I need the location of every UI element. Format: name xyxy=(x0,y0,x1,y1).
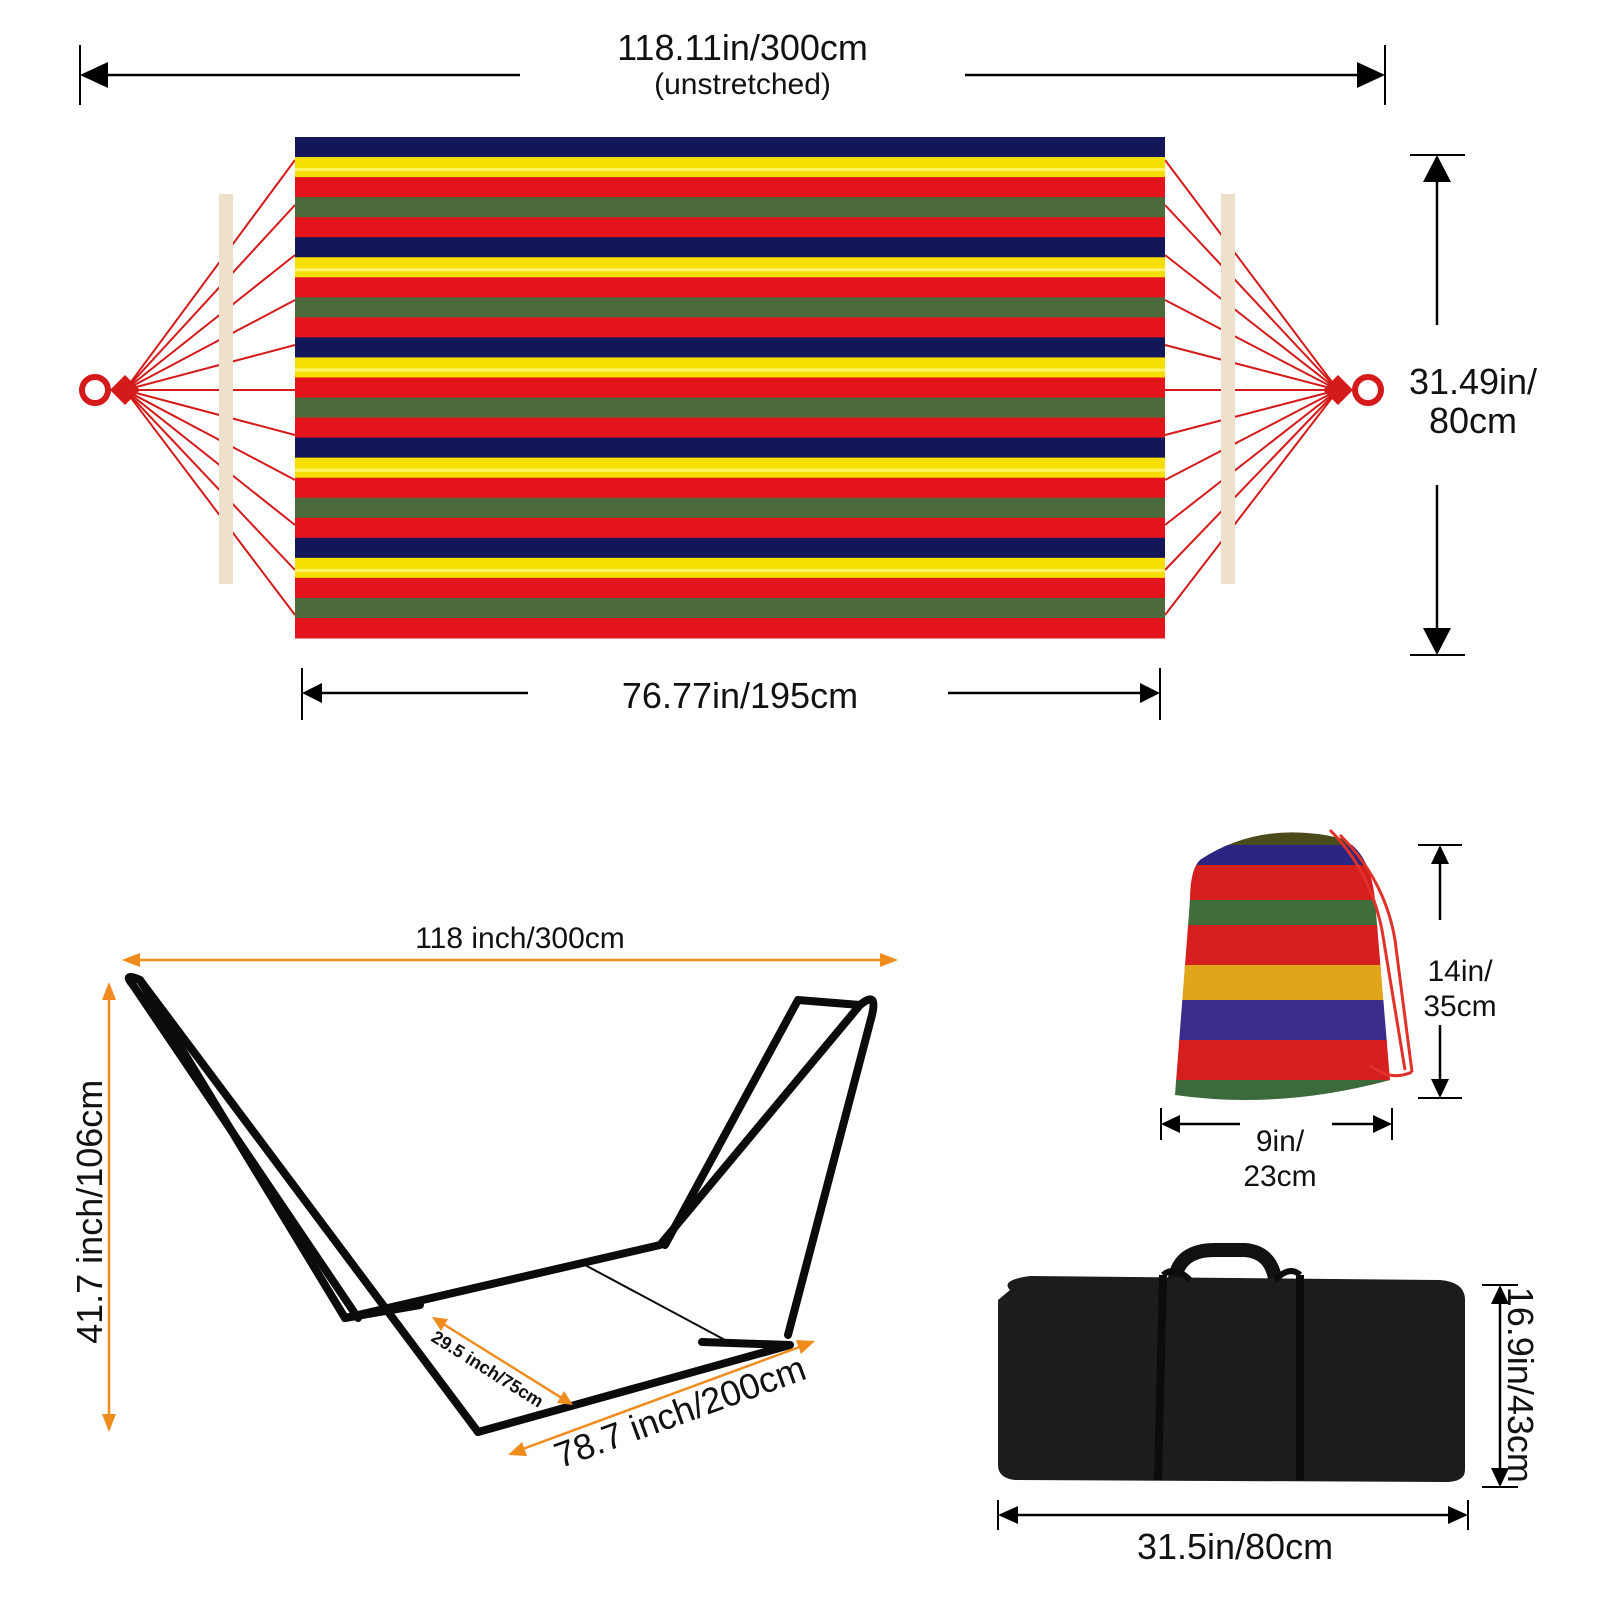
hammock-stripe xyxy=(295,457,1165,479)
hammock-stripe xyxy=(295,317,1165,338)
pouch-height-label-cm: 35cm xyxy=(1423,990,1497,1023)
hammock-stripe xyxy=(295,557,1165,579)
rope-knot-left xyxy=(110,375,140,405)
hammock-stripe xyxy=(295,617,1165,639)
hammock-stripe xyxy=(295,177,1165,198)
hanging-ring-right-icon xyxy=(1352,374,1384,406)
carry-bag xyxy=(998,1243,1465,1482)
hammock-stripe xyxy=(295,357,1165,378)
hammock-length-dimension xyxy=(79,45,1386,105)
stand-base-length-dimension xyxy=(508,1340,815,1456)
hammock-stripe xyxy=(295,257,1165,278)
hammock-stripe xyxy=(295,577,1165,599)
hammock-bed xyxy=(295,137,1165,639)
spreader-bar-right xyxy=(1221,194,1235,584)
pouch-height-dimension xyxy=(1418,844,1462,1099)
hammock-rope-right xyxy=(1164,159,1339,616)
hammock-stripe-highlight xyxy=(295,568,1165,572)
hammock-stripe-highlight xyxy=(295,268,1165,272)
carry-bag-width-label: 31.5in/80cm xyxy=(1136,1526,1334,1567)
hammock-stripe xyxy=(295,137,1165,158)
stand-length-label: 118 inch/300cm xyxy=(415,922,625,955)
pouch-width-dimension xyxy=(1160,1108,1393,1140)
hammock-stripe xyxy=(295,477,1165,499)
stand-height-dimension xyxy=(102,982,116,1432)
hammock-stripe xyxy=(295,377,1165,399)
hammock-bed-length-dimension xyxy=(301,668,1161,720)
pouch-width-label: 9in/ xyxy=(1255,1125,1305,1158)
carry-bag-height-label: 16.9in/43cm xyxy=(1499,1286,1541,1483)
hammock-stripe xyxy=(295,517,1165,539)
hammock-length-label: 118.11in/300cm xyxy=(617,27,868,68)
hammock-stripe-highlight xyxy=(295,368,1165,372)
rope-knot-right xyxy=(1323,375,1353,405)
hammock-stripe xyxy=(295,497,1165,519)
hammock-stripe-highlight xyxy=(295,468,1165,472)
storage-pouch xyxy=(1175,828,1414,1100)
hammock-width-label: 31.49in/ xyxy=(1408,361,1538,402)
hammock-rope-left xyxy=(124,159,296,616)
hammock-width-dimension xyxy=(1410,154,1465,656)
pouch-width-label-cm: 23cm xyxy=(1243,1160,1317,1193)
hammock-width-label-cm: 80cm xyxy=(1428,400,1518,441)
hammock-stripe xyxy=(295,597,1165,619)
hammock-stripe xyxy=(295,277,1165,298)
stand-length-dimension xyxy=(122,953,898,967)
carry-bag-width-dimension xyxy=(997,1500,1469,1530)
hammock-stripe xyxy=(295,197,1165,218)
hammock-stripe xyxy=(295,237,1165,258)
pouch-height-label: 14in/ xyxy=(1427,955,1493,988)
carry-bag-height-dimension xyxy=(1482,1284,1518,1488)
stand-height-label: 41.7 inch/106cm xyxy=(69,1079,111,1344)
hammock-stand xyxy=(124,973,878,1436)
hammock-length-note: (unstretched) xyxy=(654,68,831,101)
hanging-ring-left-icon xyxy=(79,374,111,406)
hammock-stripe xyxy=(295,417,1165,439)
hammock-stripe xyxy=(295,397,1165,419)
hammock-stripe-highlight xyxy=(295,168,1165,172)
hammock-stripe xyxy=(295,337,1165,358)
stand-base-width-dimension xyxy=(432,1317,573,1405)
hammock-stripe xyxy=(295,217,1165,238)
hammock-stripe xyxy=(295,157,1165,178)
hammock-stripe xyxy=(295,537,1165,559)
stand-cross-line xyxy=(584,1264,726,1341)
spreader-bar-left xyxy=(219,194,233,584)
hammock-stripe xyxy=(295,297,1165,318)
hammock-bed-length-label: 76.77in/195cm xyxy=(621,675,859,716)
hammock-stripe xyxy=(295,437,1165,459)
